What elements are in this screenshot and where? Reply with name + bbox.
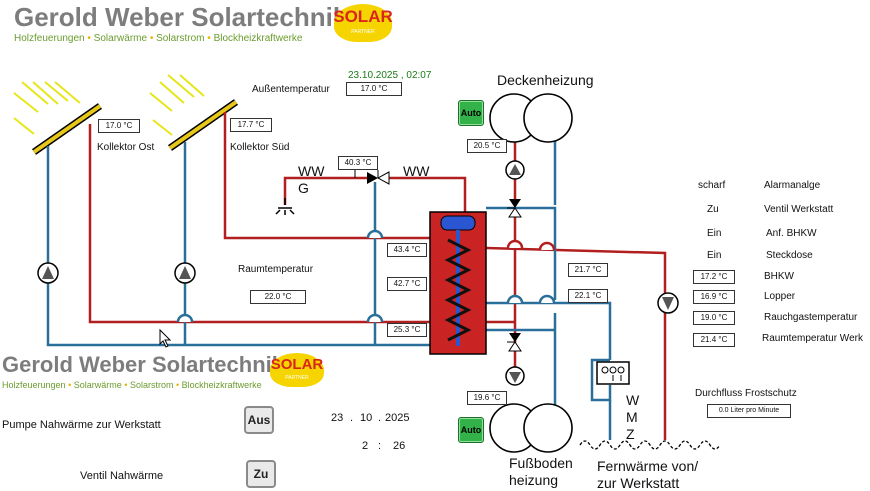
time-separator: : — [378, 440, 382, 452]
tank-temp-bottom: 25.3 °C — [387, 323, 427, 337]
heat-exchanger-ceiling — [489, 93, 573, 143]
status-state-alarm: scharf — [698, 180, 726, 191]
reading-value-flue: 19.0 °C — [693, 311, 735, 325]
date-year: 2025 — [385, 412, 410, 424]
sun-rays-south — [149, 74, 205, 136]
collector-east-label: Kollektor Ost — [97, 142, 155, 153]
mixing-valve-icon — [354, 168, 390, 185]
wmz-m: M — [626, 409, 638, 425]
date-separator: . — [350, 412, 354, 424]
ww-valve-temp: 40.3 °C — [338, 156, 378, 170]
time-minute: 26 — [393, 440, 406, 452]
tank-temp-top: 43.4 °C — [387, 243, 427, 257]
solar-partner-logo-top: SOLAR PARTNER — [332, 2, 394, 46]
floor-heating-auto-button[interactable]: Auto — [458, 417, 484, 443]
flow-label: Durchfluss Frostschutz — [695, 388, 797, 399]
status-name-socket: Steckdose — [766, 250, 813, 261]
solar-partner-logo-bottom: SOLAR PARTNER — [268, 351, 326, 391]
date-day: 23 — [331, 412, 344, 424]
floor-heating-label-2: heizung — [509, 472, 559, 488]
wmz-w: W — [626, 392, 640, 408]
reading-value-lopper: 16.9 °C — [693, 290, 735, 304]
room-temp-value: 22.0 °C — [250, 290, 306, 304]
reading-name-room-werk: Raumtemperatur Werk — [762, 333, 863, 344]
pump-nahwaerme-label: Pumpe Nahwärme zur Werkstatt — [2, 419, 161, 431]
brand-title-bottom: Gerold Weber Solartechnik — [2, 352, 285, 377]
date-month: 10 — [360, 412, 373, 424]
ceiling-heating-temp: 20.5 °C — [467, 139, 507, 153]
reading-value-room-werk: 21.4 °C — [693, 333, 735, 347]
sun-rays-east — [13, 81, 81, 135]
datetime-display: 23.10.2025 , 02:07 — [348, 70, 432, 81]
collector-east-temp: 17.0 °C — [98, 119, 140, 133]
brand-title-top: Gerold Weber Solartechnik — [14, 2, 348, 32]
reading-name-flue: Rauchgastemperatur — [764, 312, 858, 323]
heat-meter-icon — [596, 361, 630, 385]
status-state-valve: Zu — [707, 204, 719, 215]
status-state-socket: Ein — [707, 250, 722, 261]
reading-name-bhkw: BHKW — [764, 271, 794, 282]
ceiling-heating-auto-button[interactable]: Auto — [458, 100, 484, 126]
pump-arrows — [42, 164, 674, 383]
flow-value: 0.0 Liter pro Minute — [707, 404, 791, 418]
floor-heating-label-1: Fußboden — [509, 455, 573, 471]
ww-right-label: WW — [403, 163, 430, 179]
wmz-z: Z — [626, 426, 635, 442]
outside-temp-value: 17.0 °C — [346, 82, 402, 96]
tank-temp-mid: 42.7 °C — [387, 277, 427, 291]
reading-name-lopper: Lopper — [764, 291, 796, 302]
district-label-1: Fernwärme von/ — [597, 458, 699, 474]
valve-nahwaerme-label: Ventil Nahwärme — [80, 470, 164, 482]
status-name-bhkw: Anf. BHKW — [766, 228, 817, 239]
pipe-crossings-hot — [506, 239, 556, 251]
floor-heating-temp: 19.6 °C — [467, 391, 507, 405]
cold-pipes — [46, 122, 612, 440]
valve-icon — [507, 199, 522, 352]
outside-temp-label: Außentemperatur — [252, 84, 330, 95]
district-temp-2: 22.1 °C — [568, 289, 608, 303]
status-name-alarm: Alarmanalge — [764, 180, 821, 191]
pump-nahwaerme-button[interactable]: Aus — [244, 406, 274, 434]
shower-icon — [275, 198, 295, 215]
mouse-cursor-icon — [159, 328, 172, 348]
status-name-valve: Ventil Werkstatt — [764, 204, 834, 215]
brand-subtitle-top: Holzfeuerungen • Solarwärme • Solarstrom… — [14, 33, 303, 44]
collector-south-temp: 17.7 °C — [230, 118, 272, 132]
date-separator: . — [378, 412, 382, 424]
pipe-crossings-cold — [176, 229, 556, 323]
ground-wave — [579, 440, 721, 450]
reading-value-bhkw: 17.2 °C — [693, 270, 735, 284]
heat-exchanger-floor — [489, 403, 573, 453]
ww-left-label: WW — [298, 163, 325, 179]
district-temp-1: 21.7 °C — [568, 263, 608, 277]
district-label-2: zur Werkstatt — [597, 475, 680, 491]
room-temp-label: Raumtemperatur — [238, 264, 314, 275]
ceiling-heating-label: Deckenheizung — [497, 72, 594, 88]
collector-south-label: Kollektor Süd — [230, 142, 290, 153]
valve-nahwaerme-button[interactable]: Zu — [246, 460, 276, 488]
time-hour: 2 — [362, 440, 369, 452]
status-state-bhkw: Ein — [707, 228, 722, 239]
storage-tank — [429, 211, 487, 355]
g-label: G — [298, 180, 309, 196]
brand-subtitle-bottom: Holzfeuerungen • Solarwärme • Solarstrom… — [2, 380, 262, 390]
